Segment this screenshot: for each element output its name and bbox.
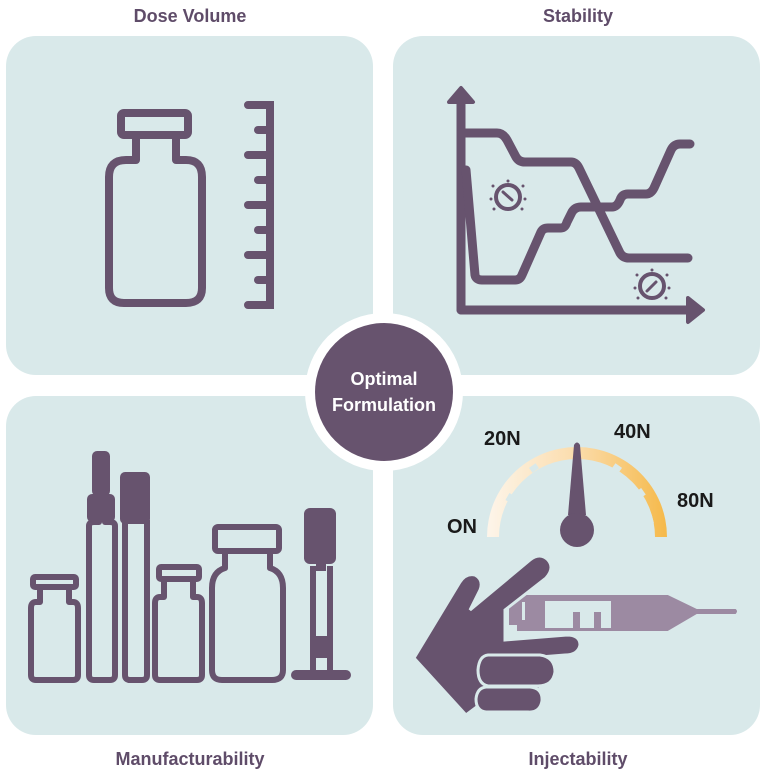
center-line-2: Formulation bbox=[332, 395, 436, 415]
container-caps bbox=[87, 451, 351, 680]
ruler-icon bbox=[244, 101, 274, 309]
dial-icon bbox=[494, 183, 522, 211]
gauge-label-20n: 20N bbox=[484, 428, 521, 450]
stability-chart-icon bbox=[456, 91, 697, 315]
y-axis-arrowhead bbox=[447, 86, 475, 104]
injectability-title: Injectability bbox=[528, 749, 628, 769]
optimal-formulation-badge: Optimal Formulation bbox=[315, 323, 453, 461]
dial-dots bbox=[633, 268, 671, 300]
gauge-label-80n: 80N bbox=[677, 490, 714, 512]
dial-icon bbox=[638, 272, 666, 300]
center-line-1: Optimal bbox=[350, 369, 418, 389]
x-axis-arrowhead bbox=[686, 296, 705, 324]
syringe-icon bbox=[507, 593, 739, 633]
gauge-label-0n: ON bbox=[447, 516, 477, 538]
dose-volume-title: Dose Volume bbox=[133, 6, 247, 26]
gauge-needle bbox=[568, 442, 586, 515]
optimal-formulation-hub: Optimal Formulation bbox=[305, 313, 463, 471]
container-icons bbox=[28, 515, 333, 683]
dial-dots bbox=[489, 179, 527, 211]
dose-volume-panel bbox=[6, 36, 373, 375]
manufacturability-title: Manufacturability bbox=[115, 749, 265, 769]
stability-title: Stability bbox=[542, 6, 613, 26]
vial-icon bbox=[105, 109, 206, 307]
gauge-label-40n: 40N bbox=[614, 421, 651, 443]
gauge-ticks bbox=[505, 463, 654, 525]
gauge-hub bbox=[560, 513, 594, 547]
hand-icon bbox=[412, 554, 582, 718]
